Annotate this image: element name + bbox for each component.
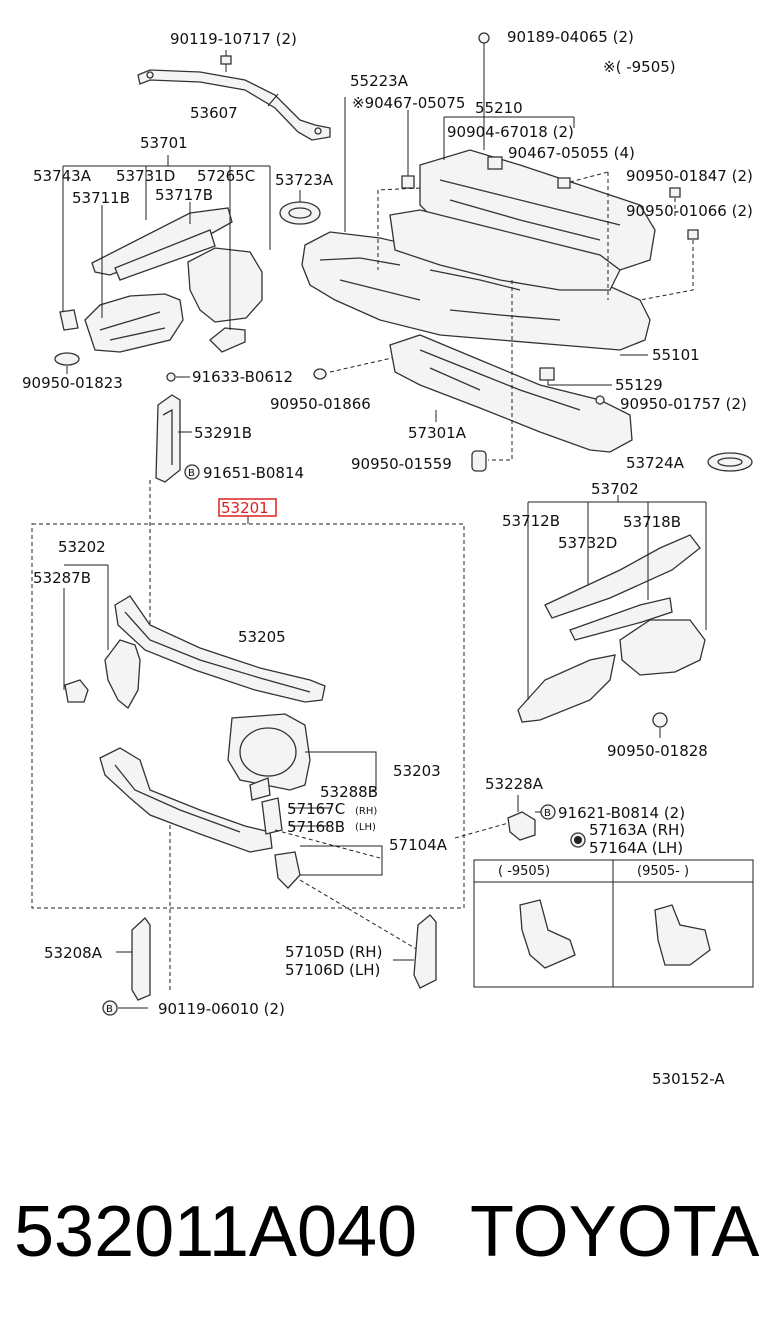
label-57301A: 57301A: [408, 424, 467, 442]
label-91651-B0814: 91651-B0814: [203, 464, 304, 482]
label-57105D: 57105D (RH): [285, 943, 382, 961]
part-53607-brace: [137, 50, 331, 141]
label-53712B: 53712B: [502, 512, 560, 530]
label-53288B: 53288B: [320, 783, 378, 801]
label-53287B: 53287B: [33, 569, 91, 587]
part-57104A-lower-member: [99, 747, 301, 889]
part-55101-dash-panel: [301, 149, 656, 351]
label-57163A: 57163A (RH): [589, 821, 685, 839]
label-53702: 53702: [591, 480, 639, 498]
label-53202: 53202: [58, 538, 106, 556]
label-90950-01757: 90950-01757 (2): [620, 395, 747, 413]
part-53291B-bracket: [155, 372, 200, 483]
label-90950-01847: 90950-01847 (2): [626, 167, 753, 185]
part-53723A-ring: [279, 201, 321, 225]
label-53743A: 53743A: [33, 167, 92, 185]
part-53228A-bracket: [507, 804, 586, 848]
label-90189-04065: 90189-04065 (2): [507, 28, 634, 46]
label-55101: 55101: [652, 346, 700, 364]
label-53228A: 53228A: [485, 775, 544, 793]
diagram-code: 530152-A: [652, 1070, 725, 1088]
part-57105D-bracket: [413, 914, 437, 989]
label-90119-06010: 90119-06010 (2): [158, 1000, 285, 1018]
part-53203-side-panel: [227, 713, 311, 801]
label-57167C: 57167C: [287, 800, 345, 818]
label-53724A: 53724A: [626, 454, 685, 472]
label-90950-01559: 90950-01559: [351, 455, 452, 473]
label-53291B: 53291B: [194, 424, 252, 442]
label-inset-left: ( -9505): [498, 864, 550, 879]
label-90119-10717: 90119-10717 (2): [170, 30, 297, 48]
label-55210: 55210: [475, 99, 523, 117]
label-53203: 53203: [393, 762, 441, 780]
label-53711B: 53711B: [72, 189, 130, 207]
part-53702-apron-rh: [517, 534, 706, 728]
label-55223A: 55223A: [350, 72, 409, 90]
label-90950-01066: 90950-01066 (2): [626, 202, 753, 220]
label-57104A: 57104A: [389, 836, 448, 854]
bolt-b-icon: B: [188, 468, 195, 479]
label-90467-05075: ※90467-05075: [352, 94, 465, 112]
label-53723A: 53723A: [275, 171, 334, 189]
bolt-b-icon-2: B: [544, 808, 551, 819]
label-91621-B0814: 91621-B0814 (2): [558, 804, 685, 822]
label-inset-right: (9505- ): [637, 864, 689, 879]
label-57164A: 57164A (LH): [589, 839, 683, 857]
label-91633-B0612: 91633-B0612: [192, 368, 293, 386]
part-53202-side-support: [64, 639, 141, 709]
label-53205: 53205: [238, 628, 286, 646]
label-57106D: 57106D (LH): [285, 961, 380, 979]
part-57301A-member: [389, 334, 633, 453]
label-90467-05055: 90467-05055 (4): [508, 144, 635, 162]
label-53208A: 53208A: [44, 944, 103, 962]
label-53731D: 53731D: [116, 167, 175, 185]
label-53201: 53201: [221, 499, 269, 517]
inset-variants-box: [473, 859, 754, 988]
label-90950-01823: 90950-01823: [22, 374, 123, 392]
label-53701: 53701: [140, 134, 188, 152]
label-90950-01828: 90950-01828: [607, 742, 708, 760]
footer-brand: TOYOTA: [470, 1192, 759, 1272]
label-57265C: 57265C: [197, 167, 255, 185]
label-53732D: 53732D: [558, 534, 617, 552]
footer-part-number: 532011A040: [14, 1192, 417, 1272]
label-53717B: 53717B: [155, 186, 213, 204]
bolt-b-icon-3: B: [106, 1004, 113, 1015]
label-90950-01866: 90950-01866: [270, 395, 371, 413]
part-53205-upper-support: [114, 595, 326, 703]
label-57168B-side: (LH): [355, 822, 376, 833]
label-90904-67018: 90904-67018 (2): [447, 123, 574, 141]
part-53208A-bracket: [102, 917, 151, 1016]
label-note-9505: ※( -9505): [603, 58, 676, 76]
label-53718B: 53718B: [623, 513, 681, 531]
label-57167C-side: (RH): [355, 806, 377, 817]
label-57168B: 57168B: [287, 818, 345, 836]
part-53724A-ring: [707, 452, 753, 472]
label-53607: 53607: [190, 104, 238, 122]
label-55129: 55129: [615, 376, 663, 394]
part-53701-apron: [54, 207, 263, 366]
highlight-53201: [218, 498, 277, 517]
